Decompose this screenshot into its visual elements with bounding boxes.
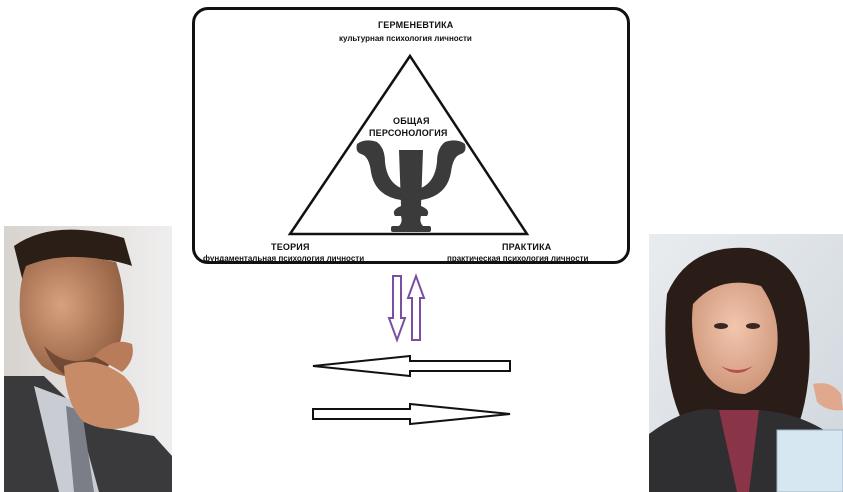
right-arrow-icon	[313, 404, 510, 424]
up-arrow-icon	[408, 276, 424, 340]
down-arrow-icon	[389, 276, 405, 340]
left-arrow-icon	[313, 356, 510, 376]
